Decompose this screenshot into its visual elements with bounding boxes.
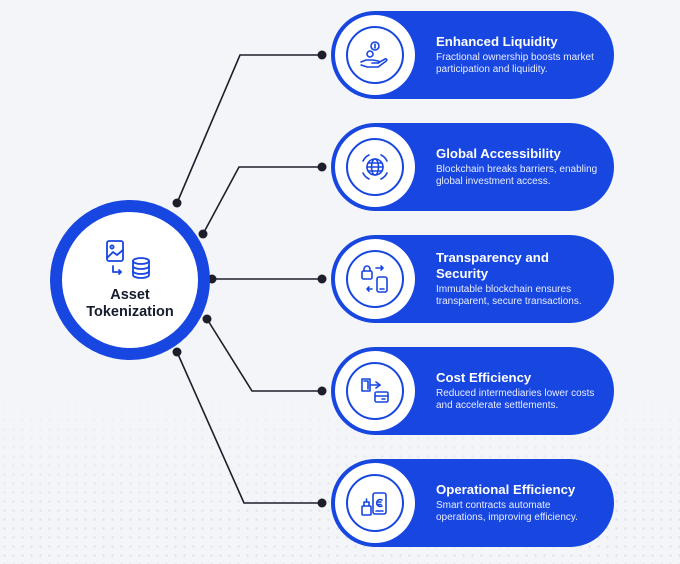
card-title: Enhanced Liquidity [436, 34, 558, 49]
benefit-card-transparency-security: Transparency and Security Immutable bloc… [331, 235, 614, 323]
lock-phone-icon [361, 265, 388, 293]
wallet-transfer-icon [361, 378, 389, 403]
connector-dot [172, 347, 182, 357]
card-title: Operational Efficiency [436, 482, 576, 497]
icon-disc [335, 239, 415, 319]
card-description: Blockchain breaks barriers, enabling glo… [436, 164, 598, 187]
card-title: Global Accessibility [436, 146, 561, 161]
hub-title-line2: Tokenization [86, 304, 174, 320]
benefit-card-cost-efficiency: Cost Efficiency Reduced intermediaries l… [331, 347, 614, 435]
card-description: Smart contracts automate operations, imp… [436, 500, 578, 523]
icon-disc [335, 127, 415, 207]
connector-dot [202, 314, 212, 324]
connector-dot [317, 274, 327, 284]
connector-dot [172, 198, 182, 208]
card-description: Fractional ownership boosts market parti… [436, 52, 594, 75]
card-description: Immutable blockchain ensures transparent… [436, 284, 582, 307]
benefit-card-enhanced-liquidity: Enhanced Liquidity Fractional ownership … [331, 11, 614, 99]
connector-5 [176, 351, 320, 504]
connector-dot [198, 229, 208, 239]
asset-tokenization-hub: Asset Tokenization [50, 200, 210, 360]
hand-coins-icon [360, 41, 388, 68]
connector-2 [202, 166, 320, 235]
hub-title-line1: Asset [110, 287, 150, 303]
icon-disc [335, 351, 415, 431]
connector-dot [317, 50, 327, 60]
globe-network-icon [362, 154, 388, 180]
euro-phone-icon [361, 492, 387, 516]
connector-4 [206, 318, 320, 392]
icon-disc [335, 463, 415, 543]
benefit-card-global-accessibility: Global Accessibility Blockchain breaks b… [331, 123, 614, 211]
card-title: Transparency and Security [436, 250, 549, 281]
hub-inner: Asset Tokenization [62, 212, 198, 348]
card-title: Cost Efficiency [436, 370, 532, 385]
connector-dot [317, 162, 327, 172]
card-description: Reduced intermediaries lower costs and a… [436, 388, 595, 411]
image-to-database-icon [106, 240, 150, 279]
benefit-card-operational-efficiency: Operational Efficiency Smart contracts a… [331, 459, 614, 547]
connector-dot [317, 498, 327, 508]
connector-1 [176, 54, 320, 204]
connector-dot [317, 386, 327, 396]
icon-disc [335, 15, 415, 95]
